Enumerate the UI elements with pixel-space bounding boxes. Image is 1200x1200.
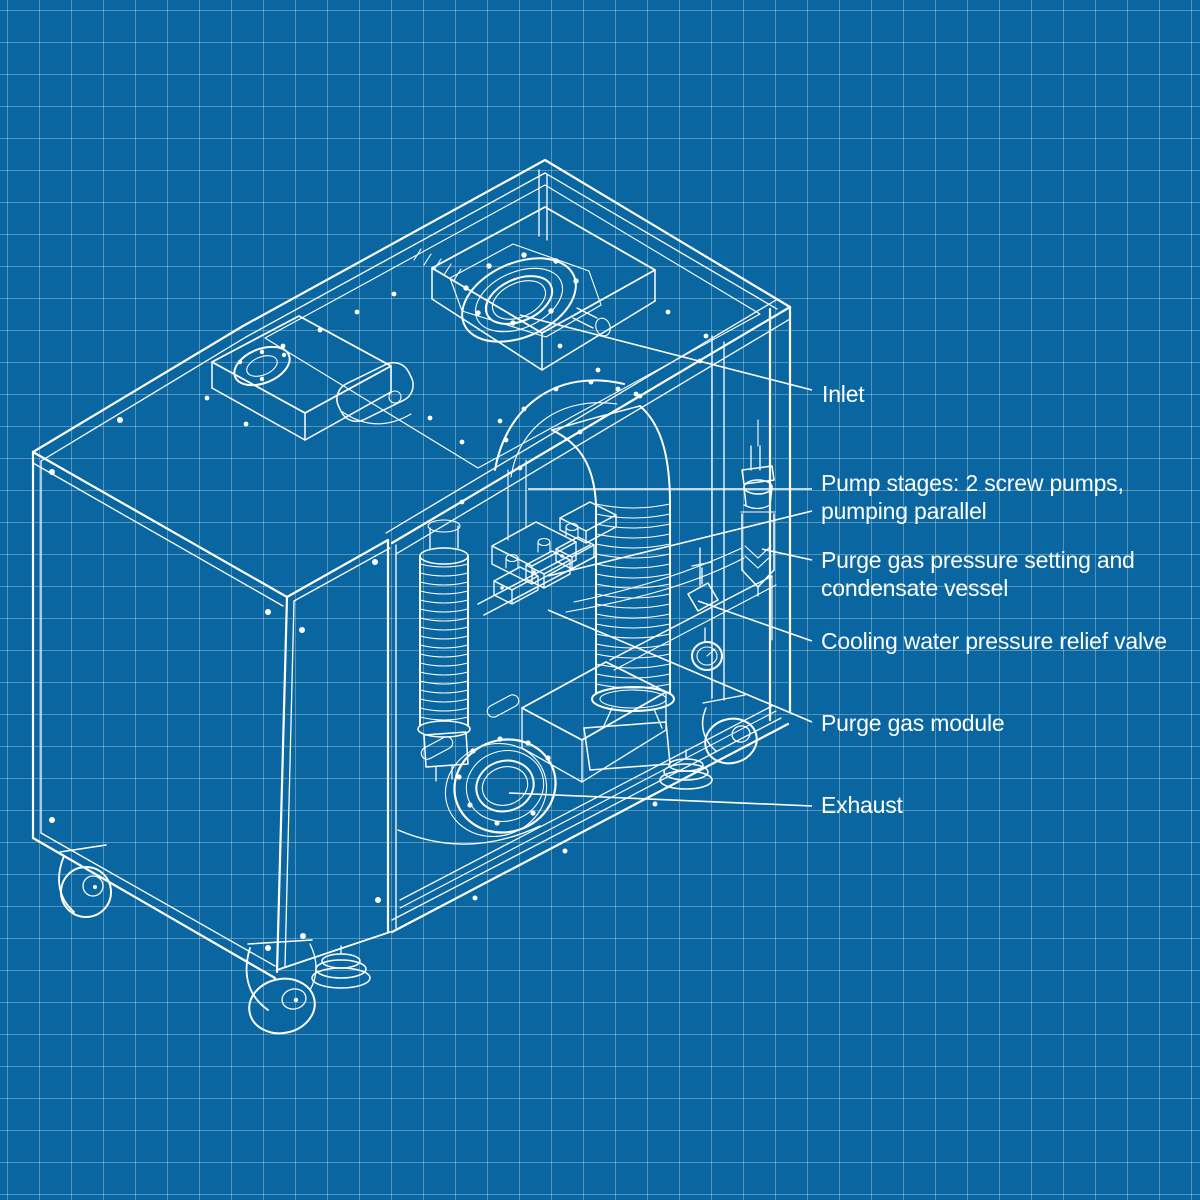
- annotation-exhaust: Exhaust: [508, 792, 904, 818]
- pump-stage-block-right: [431, 206, 656, 371]
- label-cooling-water-relief-valve: Cooling water pressure relief valve: [821, 628, 1167, 654]
- top-frame: [31, 158, 792, 555]
- pump-housing-arc: [494, 379, 625, 541]
- annotation-inlet: Inlet: [519, 314, 865, 407]
- junction-box: [336, 361, 414, 425]
- purge-gas-module-manifold: [477, 522, 597, 616]
- cooling-water-valve: [565, 547, 745, 671]
- caster-left: [58, 844, 112, 918]
- leader-line-cooling-water-relief-valve: [697, 600, 813, 642]
- leader-line-purge-gas-module: [547, 609, 813, 723]
- mid-blocks: [491, 501, 617, 585]
- exhaust-flange: [444, 736, 557, 838]
- label-line: pumping parallel: [821, 498, 987, 524]
- label-line: Pump stages: 2 screw pumps,: [821, 470, 1124, 496]
- leader-line-inlet: [519, 314, 813, 391]
- caster-front: [245, 939, 317, 1035]
- caster-right: [701, 694, 758, 765]
- machine-drawing: [31, 158, 792, 1035]
- label-pump-stages: Pump stages: 2 screw pumps,pumping paral…: [821, 470, 1124, 524]
- main-bellows-hose: [551, 405, 675, 771]
- ribbed-strip: [413, 248, 462, 281]
- leader-line-exhaust: [508, 792, 813, 807]
- leader-line-pump-stages: [547, 510, 813, 577]
- casters: [58, 694, 758, 1035]
- left-bellows-hose: [417, 519, 471, 782]
- inlet-flange: [461, 252, 611, 343]
- label-line: Cooling water pressure relief valve: [821, 628, 1167, 654]
- purge-condensate-vessel: [740, 419, 776, 597]
- label-line: condensate vessel: [821, 575, 1008, 601]
- leveling-foot-right: [659, 749, 713, 790]
- label-line: Exhaust: [821, 792, 904, 818]
- leader-line-purge-gas-pressure-setting: [761, 548, 813, 561]
- annotation-cooling-water-relief-valve: Cooling water pressure relief valve: [697, 600, 1167, 654]
- annotation-pump-stages: Pump stages: 2 screw pumps,pumping paral…: [528, 470, 1124, 577]
- label-inlet: Inlet: [822, 381, 865, 407]
- label-line: Inlet: [822, 381, 865, 407]
- exhaust-assembly: [397, 661, 667, 845]
- deck-bolts: [204, 291, 709, 505]
- leveling-foot-front: [311, 945, 371, 989]
- left-panel: [31, 417, 391, 980]
- annotation-purge-gas-module: Purge gas module: [547, 609, 1005, 736]
- front-frame: [276, 305, 792, 971]
- label-line: Purge gas module: [821, 710, 1004, 736]
- label-purge-gas-module: Purge gas module: [821, 710, 1004, 736]
- label-exhaust: Exhaust: [821, 792, 904, 818]
- label-line: Purge gas pressure setting and: [821, 547, 1135, 573]
- top-deck: [204, 206, 709, 505]
- pump-stage-block-left: [211, 315, 392, 441]
